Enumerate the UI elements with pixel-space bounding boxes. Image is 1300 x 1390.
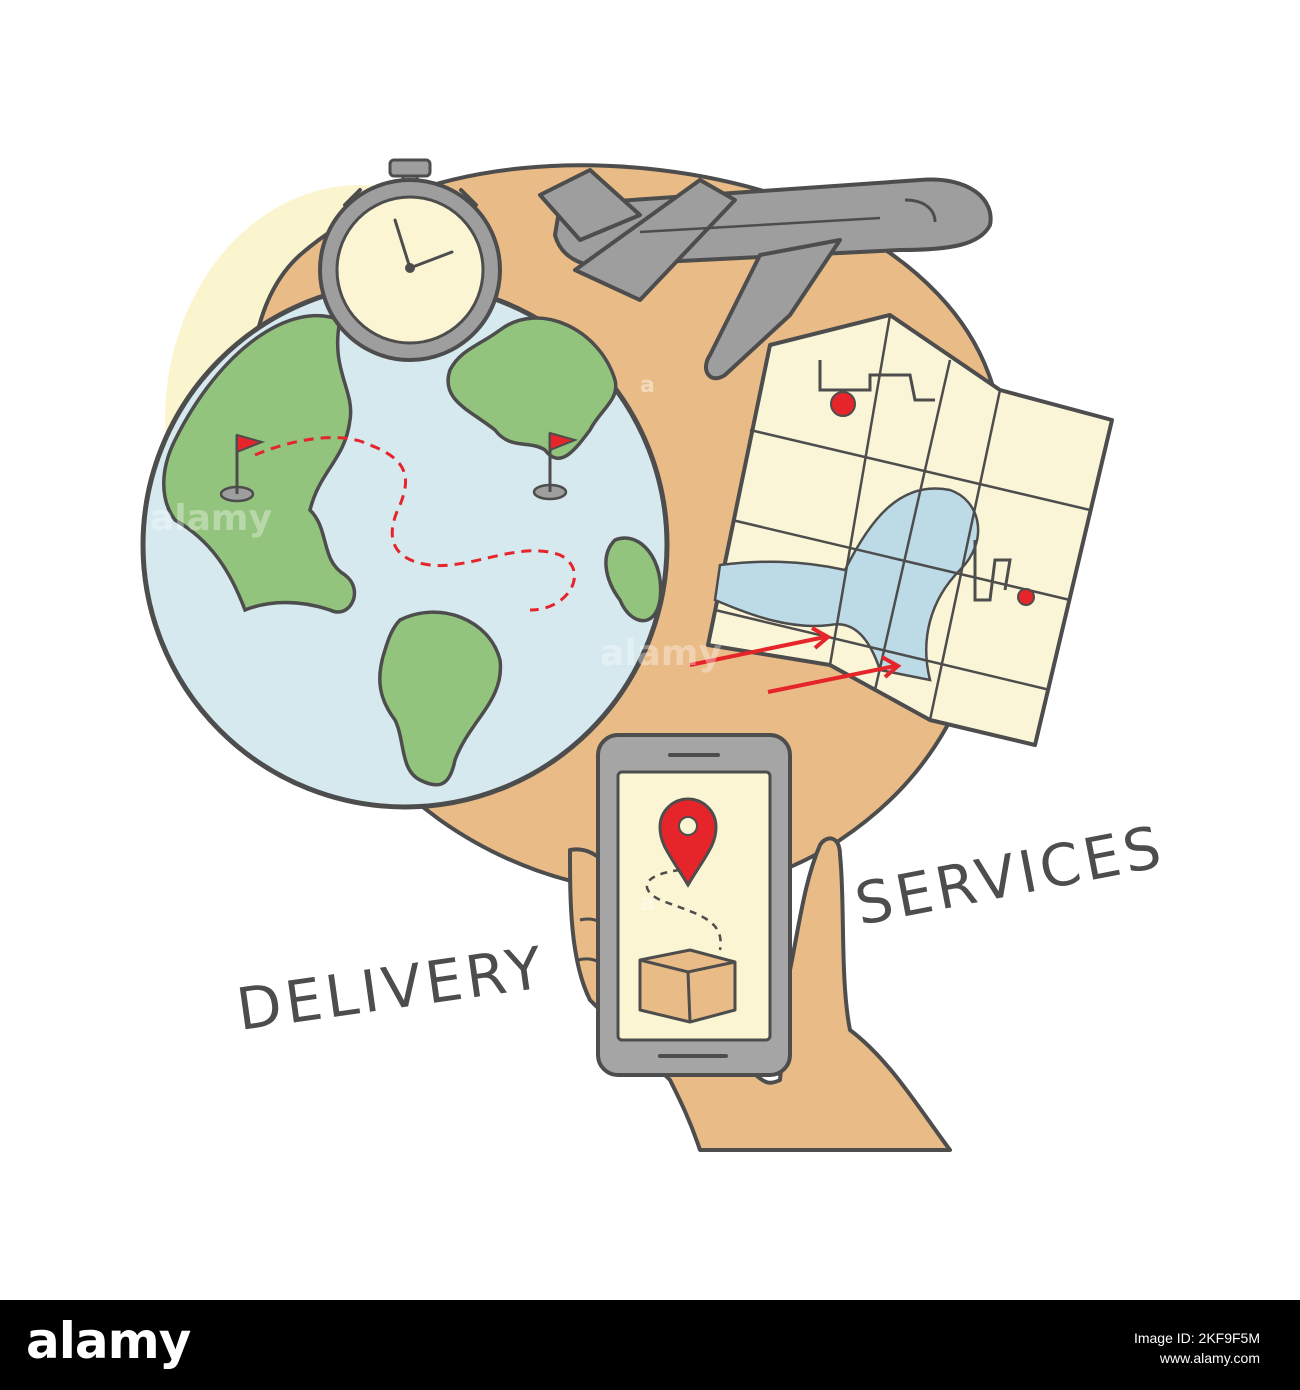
- smartphone-icon: [596, 733, 792, 1077]
- watermark-letter: a: [640, 373, 655, 398]
- footer-meta: Image ID: 2KF9F5M www.alamy.com: [1134, 1328, 1260, 1368]
- parcel-box-icon: [638, 948, 737, 1024]
- globe-icon: [140, 280, 670, 810]
- delivery-illustration: DELIVERY SERVICES alamy alamy a a: [140, 158, 1171, 1152]
- footer-logo[interactable]: alamy: [26, 1312, 191, 1370]
- headline-delivery: DELIVERY: [232, 933, 550, 1044]
- watermark-text: alamy: [150, 498, 272, 539]
- image-id-line: Image ID: 2KF9F5M: [1133, 1330, 1260, 1346]
- watermark-text: alamy: [600, 633, 722, 674]
- stopwatch-icon: [318, 158, 502, 362]
- continent-africa: [604, 536, 663, 623]
- headline-services: SERVICES: [850, 812, 1171, 939]
- location-pin-icon: [658, 797, 718, 888]
- airplane-icon: [538, 168, 993, 381]
- watermark-letter: a: [640, 891, 655, 916]
- stock-footer: alamy Image ID: 2KF9F5M www.alamy.com: [0, 1300, 1300, 1390]
- site-link[interactable]: www.alamy.com: [1159, 1350, 1260, 1366]
- flag-icon: [219, 433, 266, 503]
- continent-south-america: [378, 610, 503, 787]
- map-icon: [689, 313, 1114, 747]
- route-line: [254, 436, 576, 612]
- flag-icon: [532, 431, 579, 501]
